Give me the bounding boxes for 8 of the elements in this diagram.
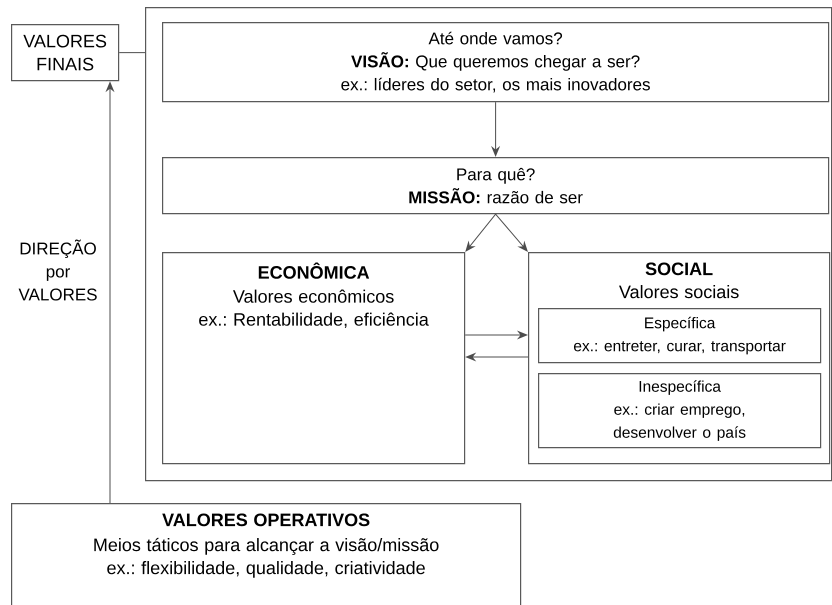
process-box: Para quê? MISSÃO: razão de ser bbox=[162, 157, 830, 214]
process-box: VALORES OPERATIVOS Meios táticos para alcançar a visão/missão ex.: flexibilidade, qualidade, criatividade bbox=[11, 503, 522, 605]
process-box: Até onde vamos? VISÃO: Que queremos chegar a ser? ex.: líderes do setor, os mais inovadores bbox=[162, 22, 830, 102]
process-box: VALORES FINAIS bbox=[11, 24, 120, 82]
process-box: ECONÔMICA Valores econômicos ex.: Rentabilidade, eficiência bbox=[162, 252, 466, 464]
process-box: Específica ex.: entreter, curar, transportar bbox=[538, 308, 822, 364]
process-box: Inespecífica ex.: criar emprego, desenvolver o país bbox=[538, 373, 822, 448]
edge-label: DIREÇÃO por VALORES bbox=[10, 238, 106, 302]
